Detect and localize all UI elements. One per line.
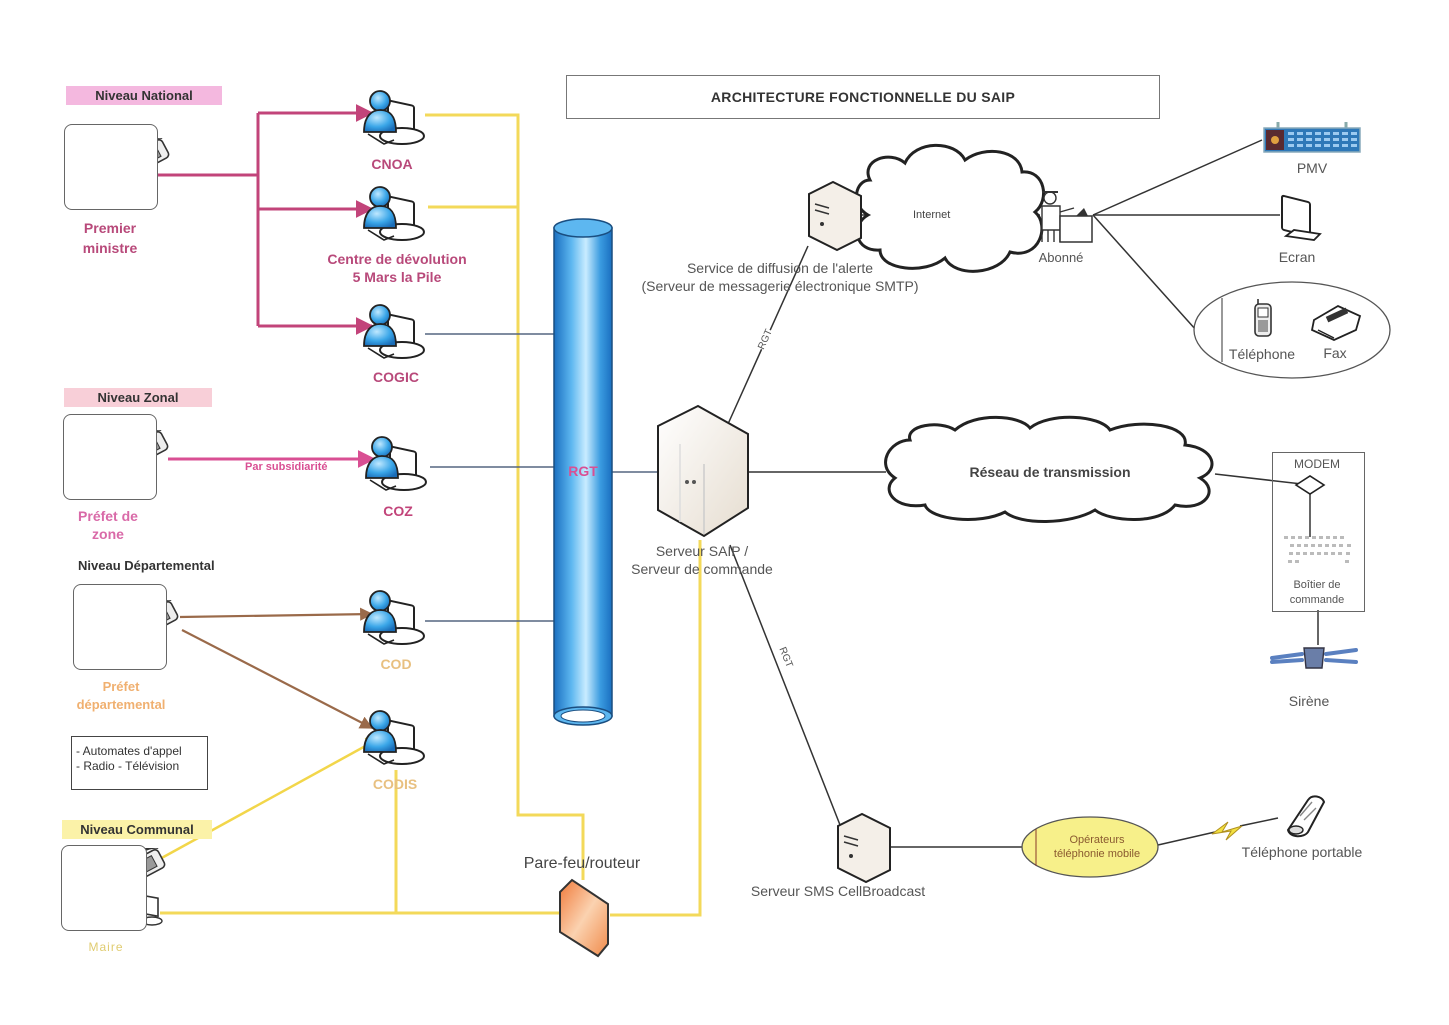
label-internet: Internet	[912, 209, 952, 221]
label-transmission-cloud: Réseau de transmission	[969, 464, 1131, 480]
label-pmv: PMV	[1296, 160, 1328, 176]
yellow-links	[157, 113, 702, 917]
label-abonne: Abonné	[1038, 250, 1084, 265]
level-national: Niveau National	[66, 86, 222, 105]
label-saip-server: Serveur SAIP / Serveur de commande	[631, 543, 773, 577]
workstation-cogic-icon	[363, 304, 425, 359]
label-sms-server: Serveur SMS CellBroadcast	[750, 883, 926, 899]
internet-cloud	[855, 143, 1045, 273]
subscriber-icon	[1041, 191, 1093, 243]
link-dep-codis	[181, 629, 374, 729]
label-boitier: Boîtier de commande	[1289, 579, 1345, 606]
telephone-fax-group	[1193, 281, 1391, 379]
fax-icon	[1310, 304, 1362, 341]
workstation-cod-icon	[363, 590, 425, 645]
pmv-panel-icon	[1263, 122, 1361, 153]
modem-box	[1272, 452, 1365, 612]
link-maire-codis	[157, 736, 382, 862]
modem-icon	[1294, 475, 1326, 495]
level-communal: Niveau Communal	[62, 820, 212, 839]
control-box-icon	[1284, 536, 1351, 563]
label-fax: Fax	[1323, 345, 1347, 361]
mobile-portable-icon	[1286, 795, 1326, 838]
workstation-cnoa-icon	[363, 90, 425, 145]
box-prefet-dep	[73, 584, 167, 670]
label-prefet-zone: Préfet de zone	[78, 508, 138, 542]
label-ecran: Ecran	[1278, 249, 1316, 265]
wireless-bolt-icon	[1211, 821, 1243, 841]
mobile-telephone-icon	[1254, 299, 1272, 337]
label-maire: Maire	[88, 940, 124, 954]
label-premier-ministre: Premier ministre	[82, 220, 138, 256]
mobile-operators-node	[1021, 816, 1159, 878]
workstation-coz-icon	[365, 436, 427, 491]
label-mobile-operators: Opérateurs téléphonie mobile	[1053, 834, 1141, 860]
label-cod: COD	[380, 656, 412, 672]
rgt-pipe	[553, 218, 613, 726]
label-modem: MODEM	[1294, 457, 1340, 471]
siren-icon	[1270, 647, 1358, 669]
legend-box: - Automates d'appel - Radio - Télévision	[71, 736, 208, 790]
transmission-cloud	[884, 415, 1214, 523]
box-premier-ministre	[64, 124, 158, 210]
label-telephone-portable: Téléphone portable	[1241, 844, 1363, 860]
workstation-codis-icon	[363, 710, 425, 765]
label-prefet-dep: Préfet départemental	[76, 679, 166, 712]
label-par-subsidiarite: Par subsidiarité	[245, 461, 328, 473]
computer-maire-icon	[141, 894, 163, 926]
label-sirene: Sirène	[1288, 693, 1330, 709]
sms-server-icon	[837, 812, 891, 884]
saip-server-icon	[657, 404, 749, 538]
label-codis: CODIS	[372, 776, 418, 792]
label-coz: COZ	[383, 503, 413, 519]
label-firewall: Pare-feu/routeur	[523, 855, 641, 872]
rgt-links	[425, 333, 660, 622]
firewall-icon	[559, 878, 609, 958]
diagram-title: ARCHITECTURE FONCTIONNELLE DU SAIP	[566, 75, 1160, 119]
link-dep-cod	[179, 607, 374, 621]
box-maire	[61, 845, 147, 931]
level-departemental: Niveau Départemental	[78, 558, 215, 573]
smtp-server-icon	[808, 180, 862, 252]
label-cnoa: CNOA	[371, 156, 413, 172]
label-centre-devolution: Centre de dévolution 5 Mars la Pile	[327, 251, 467, 285]
box-prefet-zone	[63, 414, 157, 500]
label-rgt-pipe: RGT	[568, 463, 598, 479]
level-zonal: Niveau Zonal	[64, 388, 212, 407]
label-cogic: COGIC	[373, 369, 419, 385]
label-smtp-server: Service de diffusion de l'alerte (Serveu…	[641, 260, 919, 294]
screen-icon	[1281, 194, 1322, 241]
link-saip-firewall	[610, 540, 702, 917]
label-telephone: Téléphone	[1228, 346, 1296, 362]
link-cnoa-firewall	[425, 113, 585, 880]
national-links	[155, 104, 374, 335]
workstation-devolution-icon	[363, 186, 425, 241]
